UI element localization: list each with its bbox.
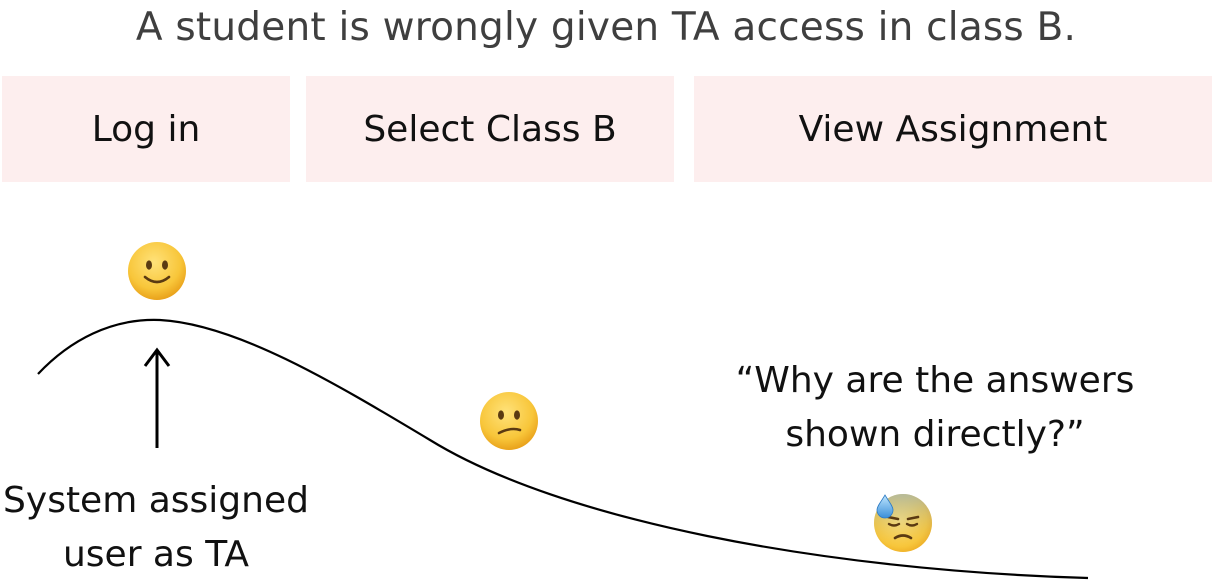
annotation-line: System assigned — [3, 480, 309, 521]
annotation-line: “Why are the answers — [735, 360, 1135, 401]
stage-label: Select Class B — [363, 108, 617, 150]
stage-label: View Assignment — [798, 108, 1108, 150]
annotation-line: shown directly?” — [785, 414, 1085, 455]
annotation-user-quote: “Why are the answers shown directly?” — [700, 354, 1170, 462]
annotation-system-assigned-ta: System assigned user as TA — [0, 474, 312, 582]
stage-label: Log in — [91, 108, 201, 150]
stage-view-assignment: View Assignment — [694, 76, 1212, 182]
diagram-title: A student is wrongly given TA access in … — [135, 5, 1077, 50]
confused-face-icon — [480, 392, 538, 450]
up-arrow-icon — [143, 347, 171, 448]
stage-select-class-b: Select Class B — [306, 76, 674, 182]
stage-log-in: Log in — [2, 76, 290, 182]
slightly-smiling-face-icon — [128, 242, 186, 300]
annotation-line: user as TA — [62, 534, 250, 575]
downcast-face-with-sweat-icon — [874, 494, 932, 552]
emotion-curve — [37, 318, 1089, 580]
